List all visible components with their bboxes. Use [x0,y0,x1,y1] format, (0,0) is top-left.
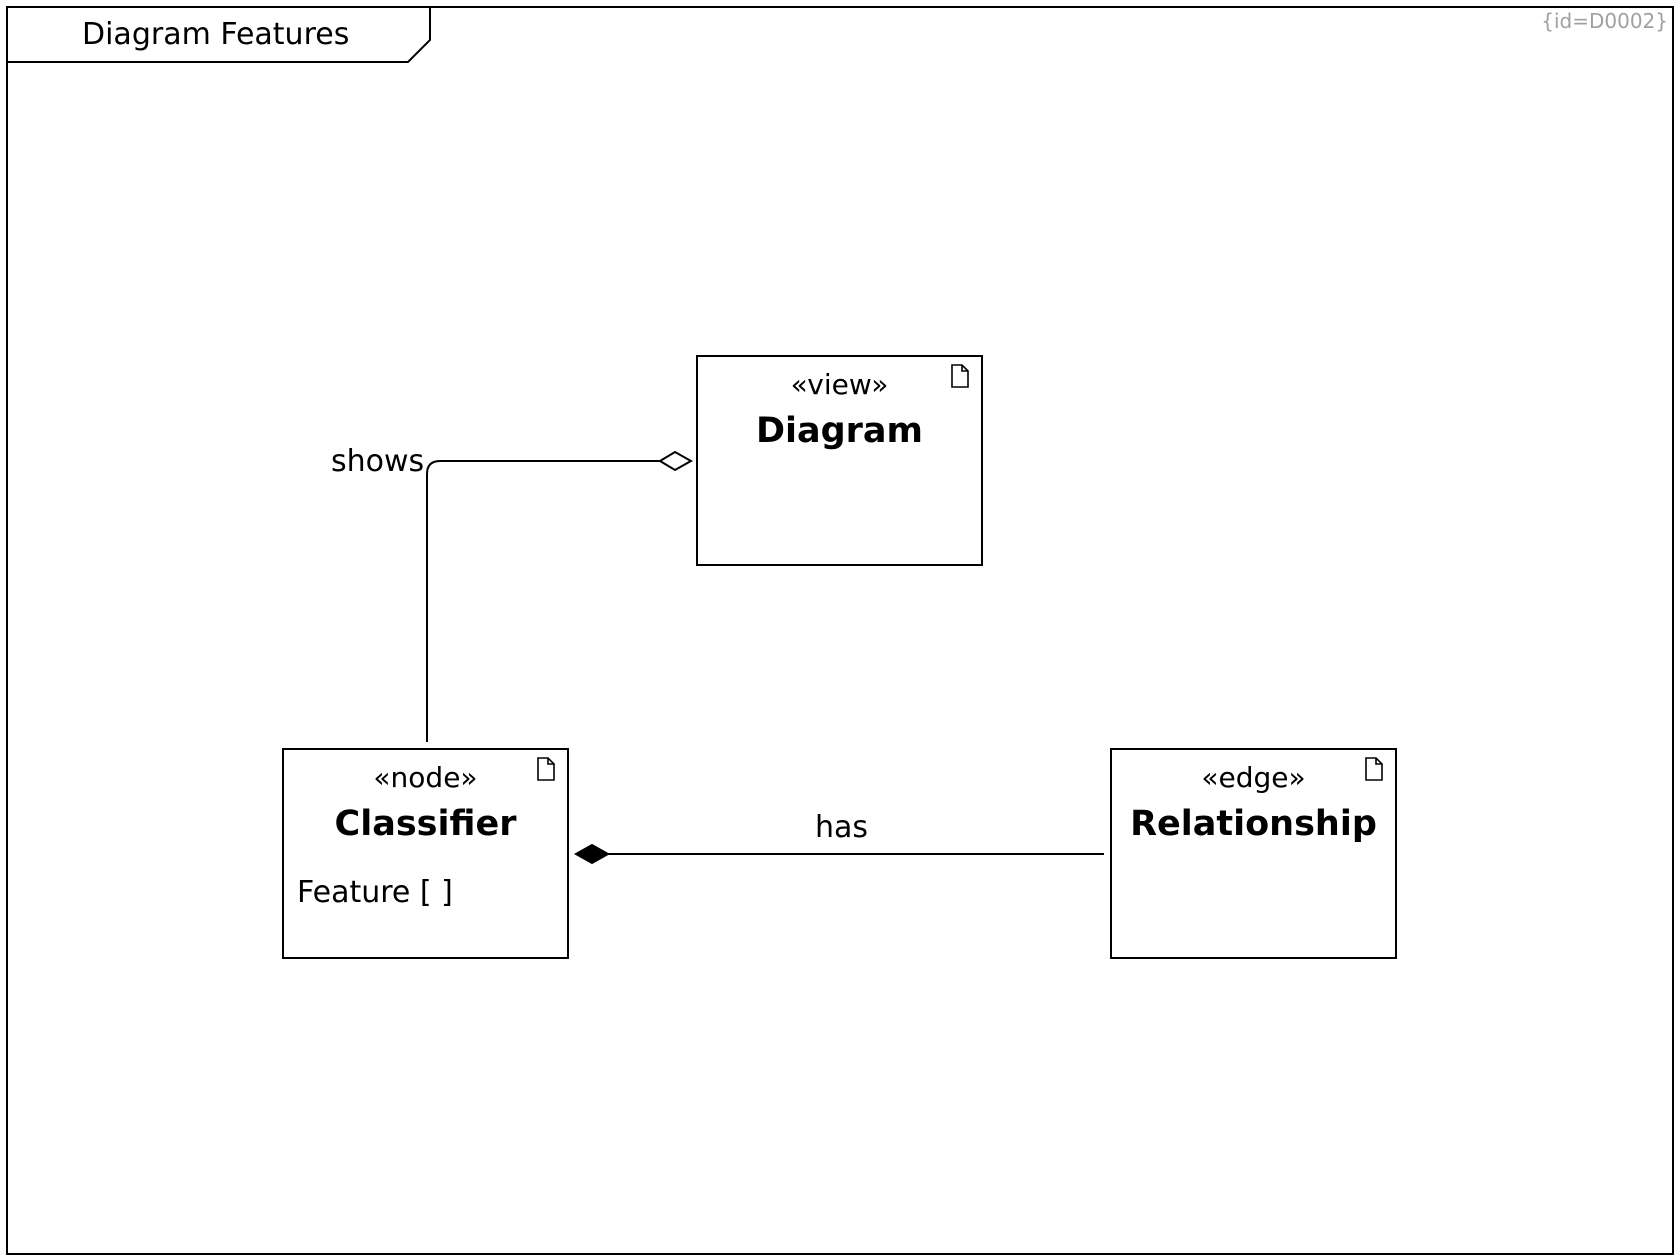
document-icon [537,757,555,781]
block-name: Diagram [755,411,924,451]
diagram-frame [6,6,1674,1255]
aggregation-diamond-icon [658,450,694,472]
block-name: Classifier [334,804,517,844]
classifier-block[interactable]: «node» Classifier Feature [ ] [282,748,569,959]
has-label: has [815,810,869,845]
document-icon [951,364,969,388]
block-stereotype: «node» [373,761,478,794]
composition-diamond-icon [573,843,611,865]
frame-title-tab [7,7,431,63]
block-stereotype: «edge» [1201,761,1306,794]
shows-label: shows [331,444,425,479]
diagram-block[interactable]: «view» Diagram [696,355,983,566]
document-icon [1365,757,1383,781]
block-name: Relationship [1130,804,1377,844]
block-stereotype: «view» [790,368,889,401]
diagram-title: Diagram Features [82,17,350,52]
relationship-block[interactable]: «edge» Relationship [1110,748,1397,959]
diagram-id-label: {id=D0002} [1541,9,1668,33]
block-attribute: Feature [ ] [297,875,453,910]
shows-association-line[interactable] [426,460,660,742]
